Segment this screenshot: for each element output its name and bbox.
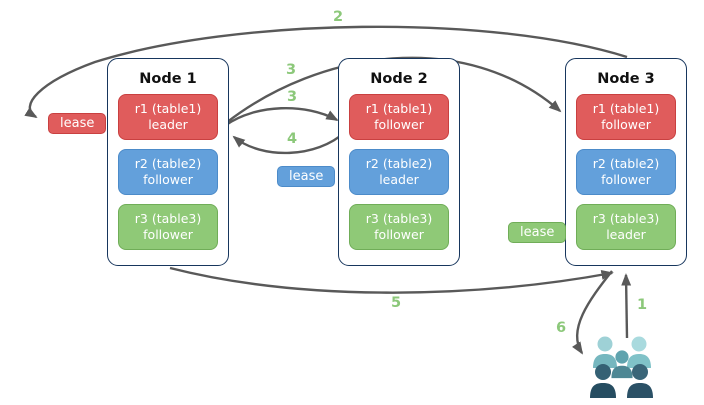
node-3-replica-r2: r2 (table2) follower [576,149,676,195]
replica-role: follower [143,227,193,242]
node-1: Node 1 r1 (table1) leader r2 (table2) fo… [107,58,229,266]
replica-name: r2 (table2) [134,155,202,171]
node-2-replica-r2: r2 (table2) leader [349,149,449,195]
node-3-replica-r3: r3 (table3) leader [576,204,676,250]
node-1-replica-r1: r1 (table1) leader [118,94,218,140]
replica-name: r2 (table2) [592,155,660,171]
replica-name: r1 (table1) [592,100,660,116]
arrow-step-5 [169,266,614,294]
replica-role: leader [606,227,646,242]
replica-name: r2 (table2) [365,155,433,171]
replica-name: r3 (table3) [134,210,202,226]
step-label-3b: 3 [287,89,298,105]
replica-role: leader [379,172,419,187]
lease-tag-table1: lease [48,113,107,134]
lease-tag-table2: lease [277,166,336,187]
users-icon [590,336,653,398]
step-label-1: 1 [637,297,648,313]
replica-role: follower [601,117,651,132]
node-3-replica-r1: r1 (table1) follower [576,94,676,140]
replica-name: r1 (table1) [365,100,433,116]
node-2-replica-r1: r1 (table1) follower [349,94,449,140]
node-1-replica-r3: r3 (table3) follower [118,204,218,250]
arrow-step-3-to-node2 [225,107,339,126]
step-label-2: 2 [333,9,344,25]
step-label-3a: 3 [286,62,297,78]
node-3: Node 3 r1 (table1) follower r2 (table2) … [565,58,687,266]
arrow-step-1 [621,273,632,339]
replica-name: r3 (table3) [592,210,660,226]
node-2: Node 2 r1 (table1) follower r2 (table2) … [338,58,460,266]
replica-role: follower [143,172,193,187]
step-label-4: 4 [287,131,298,147]
node-1-title: Node 1 [139,71,197,87]
step-label-6: 6 [556,320,567,336]
node-2-replica-r3: r3 (table3) follower [349,204,449,250]
lease-tag-table3: lease [508,222,567,243]
replica-role: follower [374,227,424,242]
replica-name: r3 (table3) [365,210,433,226]
node-3-title: Node 3 [597,71,655,87]
replica-role: follower [374,117,424,132]
node-2-title: Node 2 [370,71,428,87]
step-label-5: 5 [391,295,402,311]
replica-name: r1 (table1) [134,100,202,116]
node-1-replica-r2: r2 (table2) follower [118,149,218,195]
replica-role: leader [148,117,188,132]
replica-role: follower [601,172,651,187]
